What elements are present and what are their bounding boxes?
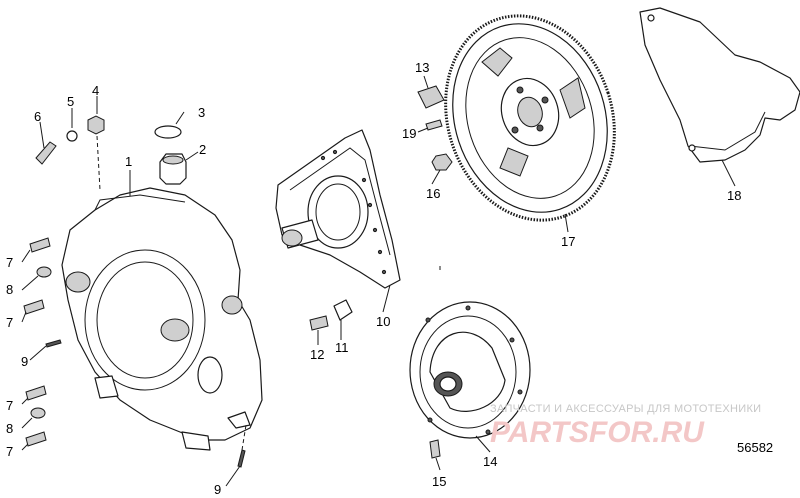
- callout-18: 18: [727, 188, 741, 203]
- watermark-tagline: ЗАПЧАСТИ И АКСЕССУАРЫ ДЛЯ МОТОТЕХНИКИ: [490, 403, 761, 415]
- bolt-part-12: [309, 315, 329, 331]
- o-ring-part-3: [154, 125, 182, 139]
- callout-12: 12: [310, 347, 324, 362]
- engine-mount-part-2: [159, 153, 187, 185]
- callout-19: 19: [402, 126, 416, 141]
- dowel-part-8-b: [30, 407, 46, 419]
- callout-9-a: 9: [21, 354, 28, 369]
- callout-3: 3: [198, 105, 205, 120]
- bolt-part-7-c: [25, 385, 47, 401]
- screw-part-19: [425, 119, 443, 131]
- callout-9-b: 9: [214, 482, 221, 497]
- leader-lines: [21, 75, 736, 487]
- callout-labels: 1 2 3 4 5 6 7 7 7 7 8 8 9 9 10 11 12 13 …: [6, 60, 741, 497]
- callout-1: 1: [125, 154, 132, 169]
- clip-part-11: [333, 299, 353, 321]
- callout-6: 6: [34, 109, 41, 124]
- callout-7-b: 7: [6, 315, 13, 330]
- callout-7-c: 7: [6, 398, 13, 413]
- bolt-part-7-b: [23, 299, 45, 315]
- bolt-part-7-a: [29, 237, 51, 253]
- stud-part-6: [35, 141, 57, 165]
- callout-7-d: 7: [6, 444, 13, 459]
- callout-11: 11: [335, 340, 349, 355]
- callout-10: 10: [376, 314, 390, 329]
- nut-part-4: [87, 115, 105, 135]
- bolt-part-7-d: [25, 431, 47, 447]
- adapter-plate: [275, 129, 401, 289]
- dowel-part-8-a: [36, 266, 52, 278]
- drive-coupler: [409, 301, 531, 439]
- bell-housing: [61, 187, 263, 451]
- screw-part-9-b: [237, 449, 246, 468]
- callout-14: 14: [483, 454, 497, 469]
- washer-part-5: [66, 130, 78, 142]
- watermark-logo: PARTSFOR.RU: [490, 416, 705, 449]
- flywheel-shield-plate: [639, 7, 800, 163]
- callout-8-b: 8: [6, 421, 13, 436]
- watermark: ЗАПЧАСТИ И АКСЕССУАРЫ ДЛЯ МОТОТЕХНИКИ PA…: [490, 403, 761, 449]
- callout-7-a: 7: [6, 255, 13, 270]
- bolt-part-15: [429, 439, 441, 459]
- callout-2: 2: [199, 142, 206, 157]
- callout-16: 16: [426, 186, 440, 201]
- nut-part-16: [431, 153, 453, 171]
- screw-part-9-a: [45, 339, 62, 348]
- callout-17: 17: [561, 234, 575, 249]
- callout-15: 15: [432, 474, 446, 489]
- callout-13: 13: [415, 60, 429, 75]
- callout-8-a: 8: [6, 282, 13, 297]
- diagram-reference-number: 56582: [737, 440, 773, 455]
- flywheel: [444, 14, 616, 222]
- callout-4: 4: [92, 83, 99, 98]
- callout-5: 5: [67, 94, 74, 109]
- bracket-part-13: [417, 85, 445, 109]
